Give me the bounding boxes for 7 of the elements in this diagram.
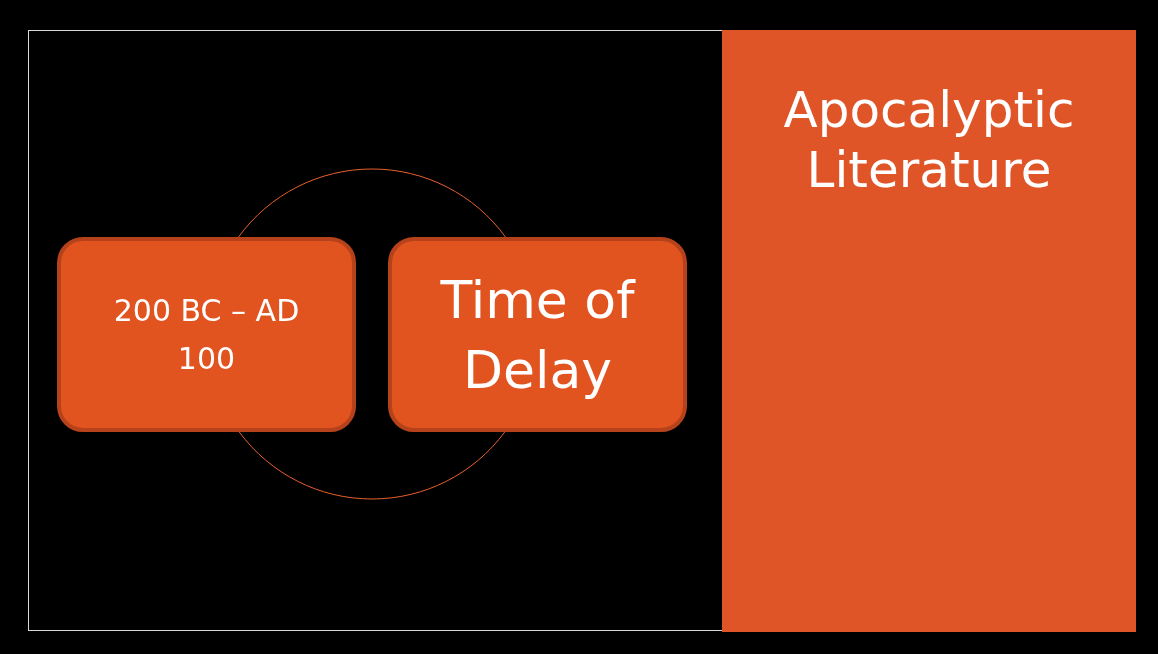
title: Apocalyptic Literature: [782, 80, 1076, 200]
connector-arc: [238, 168, 506, 238]
connector-arc: [238, 431, 506, 500]
rounded-box: [57, 237, 356, 432]
box-text: 200 BC – AD 100: [112, 291, 301, 378]
box-text: Time of Delay: [439, 268, 637, 402]
rounded-box: [388, 237, 687, 432]
